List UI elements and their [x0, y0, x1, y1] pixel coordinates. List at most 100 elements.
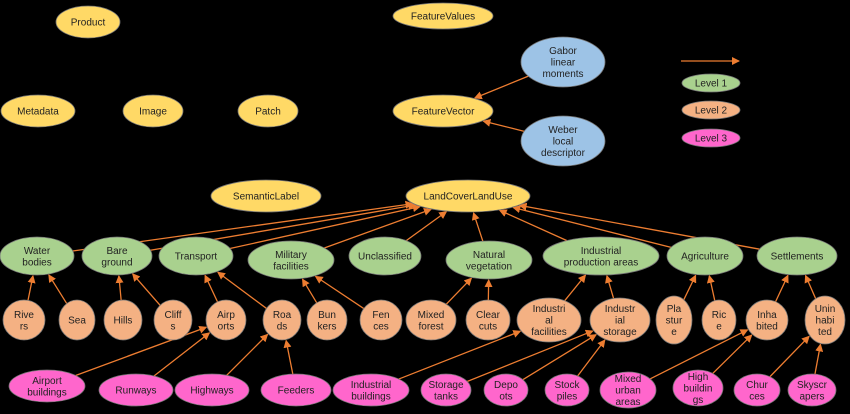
node-shape-gabor	[520, 36, 606, 88]
node-shape-feeders	[260, 373, 332, 407]
node-shape-unclassified	[348, 236, 422, 276]
node-label-feeders: Feeders	[278, 386, 315, 397]
node-product: Product	[55, 5, 121, 39]
edge-inhabited-to-settlements	[774, 274, 789, 303]
node-shape-featurevalues	[392, 2, 494, 30]
node-shape-weber	[520, 115, 606, 167]
node-label-gabor: moments	[542, 69, 583, 80]
node-label-churces: Chur	[746, 380, 768, 391]
node-featurevector: FeatureVector	[392, 94, 494, 128]
node-shape-mixedurban	[599, 371, 657, 409]
node-shape-indfacilities	[516, 297, 582, 343]
edge-indfacilities-to-industrialprod	[564, 274, 587, 302]
edge-rice-to-agriculture	[706, 274, 716, 301]
node-label-runways: Runways	[115, 386, 156, 397]
node-label-churces: ces	[749, 391, 765, 402]
node-shape-natural	[445, 240, 533, 280]
node-label-inhabited: bited	[756, 321, 778, 332]
edge-runways-to-airports	[153, 332, 211, 377]
node-label-fences: Fen	[372, 310, 389, 321]
node-label-mixedforest: Mixed	[418, 310, 445, 321]
node-label-stockpiles: piles	[557, 391, 578, 402]
node-shape-highbuildings	[672, 369, 724, 407]
node-label-unclassified: Unclassified	[358, 252, 412, 263]
node-label-weber: descriptor	[541, 148, 586, 159]
edge-cliffs-to-bare	[132, 273, 161, 306]
edge-plasture-to-agriculture	[683, 274, 697, 301]
node-shape-patch	[237, 94, 299, 128]
edge-unclassified-to-landcover	[405, 211, 448, 242]
node-label-indfacilities: Industri	[533, 304, 566, 315]
node-label-storagetanks: Storage	[428, 380, 463, 391]
node-label-rice: e	[716, 321, 722, 332]
node-label-legend-level2: Level 2	[695, 106, 728, 117]
node-shape-roads	[262, 299, 302, 341]
node-shape-legend-level2	[681, 100, 741, 120]
node-shape-legend-level1	[681, 73, 741, 93]
node-shape-runways	[98, 373, 174, 407]
node-label-airportbuildings: Airport	[32, 376, 62, 387]
node-label-bare: Bare	[106, 246, 128, 257]
node-label-highbuildings: buildin	[684, 384, 713, 395]
node-label-industrialbuildings: Industrial	[351, 380, 392, 391]
node-image: Image	[122, 94, 184, 128]
node-shape-churces	[733, 373, 781, 407]
node-shape-fences	[359, 299, 403, 341]
node-shape-industrialbuildings	[332, 373, 410, 407]
node-shape-featurevector	[392, 94, 494, 128]
node-label-rice: Ric	[712, 310, 726, 321]
edge-gabor-to-featurevector	[473, 75, 529, 100]
node-label-bunkers: Bun	[318, 310, 336, 321]
edge-roads-to-transport	[217, 271, 267, 309]
node-label-agriculture: Agriculture	[681, 252, 729, 263]
edge-airports-to-transport	[204, 274, 219, 303]
node-shape-indstorage	[589, 297, 651, 343]
node-shape-transport	[158, 236, 234, 276]
node-label-highbuildings: gs	[693, 395, 704, 406]
node-label-indfacilities: facilities	[531, 327, 567, 338]
node-label-hills: Hills	[114, 316, 133, 327]
node-patch: Patch	[237, 94, 299, 128]
node-label-depots: ots	[499, 391, 512, 402]
node-legend-level2: Level 2	[681, 100, 741, 120]
edge-military-to-landcover	[324, 207, 432, 249]
node-shape-agriculture	[666, 236, 744, 276]
node-label-airportbuildings: buildings	[27, 387, 66, 398]
node-label-plasture: stur	[666, 316, 683, 327]
node-shape-inhabited	[745, 299, 789, 341]
node-label-industrialprod: Industrial	[581, 246, 622, 257]
node-featurevalues: FeatureValues	[392, 2, 494, 30]
edge-highbuildings-to-inhabited	[712, 334, 753, 374]
node-shape-hills	[103, 299, 143, 341]
node-label-plasture: Pla	[667, 304, 682, 315]
node-label-uninhabited: habi	[816, 316, 835, 327]
node-transport: Transport	[158, 236, 234, 276]
edge-rivers-to-water	[27, 274, 36, 301]
node-shape-industrialprod	[542, 236, 660, 276]
node-shape-metadata	[0, 94, 76, 128]
node-label-military: facilities	[273, 261, 309, 272]
node-shape-landcover	[405, 179, 531, 213]
node-label-uninhabited: ted	[818, 327, 832, 338]
edge-depots-to-indstorage	[522, 334, 597, 381]
node-label-clearcuts: Clear	[476, 310, 501, 321]
